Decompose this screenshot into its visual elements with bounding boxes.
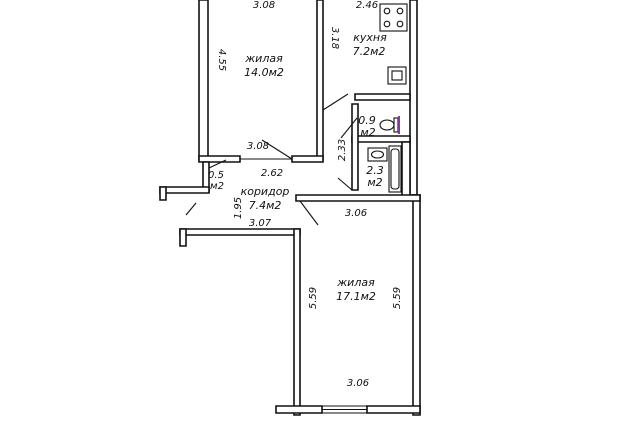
wall-living2-top	[295, 194, 421, 202]
room-unit-closet: м2	[210, 181, 224, 192]
bathtub-icon	[388, 145, 402, 193]
wall-outer-right	[409, 0, 418, 196]
wall-bottom-left	[275, 405, 323, 414]
wall-bottom-right	[366, 405, 421, 414]
dim-left-living1: 4.55	[216, 49, 227, 71]
wall-entrance-end	[179, 228, 187, 247]
wall-living1-bottom-right	[291, 155, 324, 163]
dim-living2-bottom: 3.06	[347, 378, 369, 389]
door-bathroom	[337, 177, 353, 191]
door-living2	[299, 200, 319, 226]
toilet-icon	[379, 117, 399, 133]
wall-living1-left	[198, 0, 209, 161]
dim-living2-right: 5.59	[392, 287, 403, 309]
door-living1	[240, 139, 293, 160]
wall-entry-left	[159, 186, 210, 194]
wall-living1-bottom	[198, 155, 241, 163]
washbasin-icon	[367, 147, 388, 162]
room-unit-bathroom: м2	[367, 176, 382, 189]
room-area-corridor: 7.4м2	[249, 199, 282, 212]
room-area-closet: 0.5	[208, 170, 224, 181]
room-area-toilet: 0.9	[358, 114, 376, 127]
room-unit-toilet: м2	[360, 126, 375, 139]
dim-bottom-living1: 3.08	[247, 141, 269, 152]
room-name-living2: жилая	[336, 276, 375, 289]
room-area-living2: 17.1м2	[336, 290, 376, 303]
dim-top-kitchen: 2.46	[356, 0, 378, 11]
door-entry	[185, 202, 197, 216]
dim-corridor-left: 1.95	[233, 197, 244, 219]
room-area-kitchen: 7.2м2	[353, 45, 386, 58]
sink-icon	[387, 66, 407, 85]
room-area-bathroom: 2.3	[366, 164, 384, 177]
dim-corridor-width: 2.62	[261, 168, 283, 179]
wall-entrance	[179, 228, 301, 236]
wall-partition-living1-kitchen	[316, 0, 324, 161]
door-closet	[208, 159, 227, 169]
room-area-living1: 14.0м2	[244, 66, 284, 79]
wall-outer-right-lower	[412, 194, 421, 416]
wall-entry-left-end	[159, 186, 167, 201]
wall-living2-left	[293, 228, 301, 416]
room-name-kitchen: кухня	[353, 31, 387, 44]
room-name-corridor: коридор	[241, 185, 290, 198]
window	[322, 405, 367, 414]
door-toilet	[340, 117, 358, 139]
door-kitchen	[322, 93, 349, 111]
dim-top-living1: 3.08	[253, 0, 275, 11]
dim-living2-top: 3.06	[345, 208, 367, 219]
dim-bath-side: 2.33	[337, 139, 348, 161]
wall-kitchen-bottom	[354, 93, 411, 101]
dim-kitchen-side: 3.18	[329, 27, 340, 49]
room-name-living1: жилая	[244, 52, 283, 65]
wall-bath-left	[351, 103, 359, 191]
dim-entrance-width: 3.07	[249, 218, 272, 229]
dim-living2-left: 5.59	[308, 287, 319, 309]
wall-bath-right	[401, 141, 411, 197]
stove-icon	[379, 3, 408, 32]
